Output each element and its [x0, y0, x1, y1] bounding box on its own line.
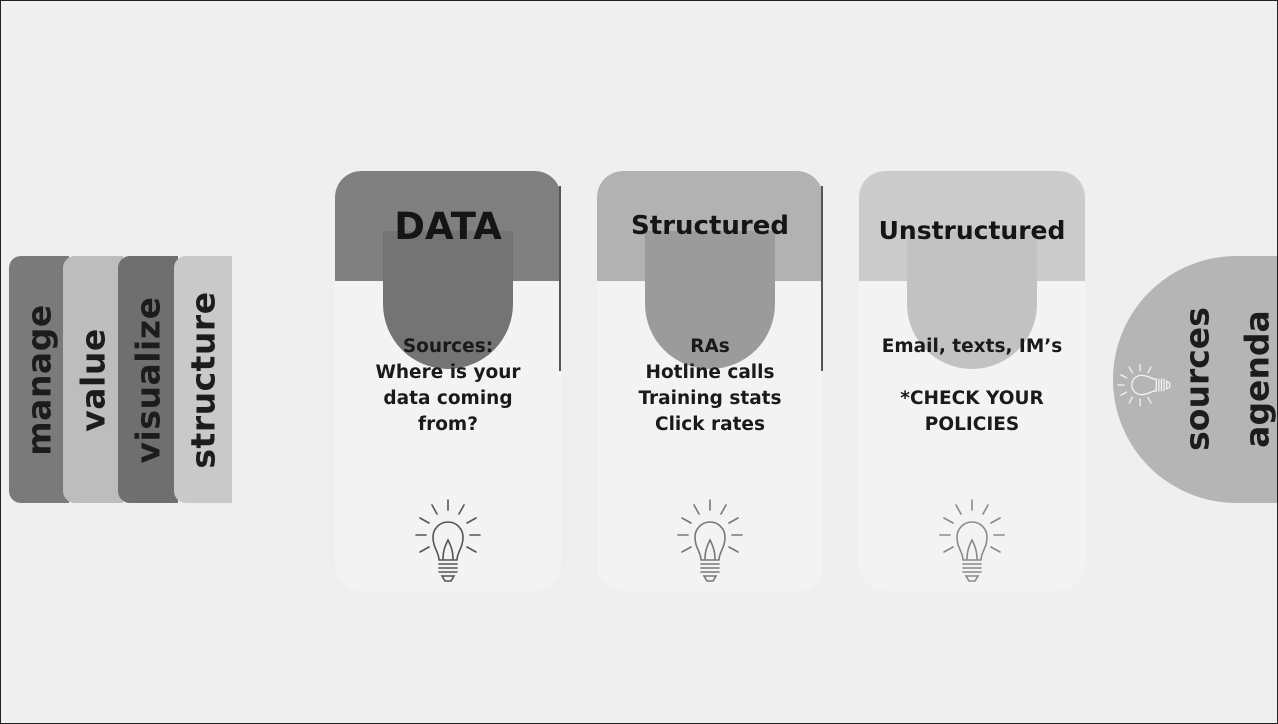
card-data-line: data coming [383, 388, 513, 409]
tab-visualize[interactable]: visualize [118, 256, 178, 503]
card-structured-line: RAs [690, 336, 730, 357]
card-data-line: from? [418, 414, 478, 435]
card-unstructured: Unstructured Email, texts, IM’s *CHECK Y… [859, 171, 1085, 591]
tab-agenda-label: agenda [1237, 310, 1277, 448]
lightbulb-icon [1116, 363, 1171, 407]
card-structured-line: Training stats [638, 388, 782, 409]
tab-manage[interactable]: manage [9, 256, 69, 503]
card-unstructured-line [865, 360, 1079, 386]
tab-sources-label: sources [1177, 307, 1217, 451]
tab-value-label: value [73, 327, 113, 432]
card-structured-title: Structured [631, 211, 789, 241]
tab-value[interactable]: value [63, 256, 123, 503]
card-unstructured-line: Email, texts, IM’s [881, 336, 1063, 357]
tab-visualize-label: visualize [128, 296, 168, 463]
card-unstructured-body: Email, texts, IM’s *CHECK YOUR POLICIES [865, 334, 1079, 438]
tab-structure[interactable]: structure [174, 256, 232, 503]
card-structured-body: RAs Hotline calls Training stats Click r… [603, 334, 817, 438]
card-structured-line: Click rates [655, 414, 765, 435]
card-data-bowl [383, 231, 513, 369]
card-unstructured-line: POLICIES [924, 414, 1020, 435]
card-data-line: Sources: [402, 336, 494, 357]
lightbulb-icon [415, 499, 481, 582]
card-unstructured-bowl [907, 231, 1037, 369]
card-structured-line: Hotline calls [645, 362, 775, 383]
tab-structure-label: structure [183, 290, 223, 469]
lightbulb-icon [939, 499, 1005, 582]
card-data: DATA Sources: Where is your data coming … [335, 171, 561, 591]
card-unstructured-title: Unstructured [878, 215, 1066, 245]
card-structured: Structured RAs Hotline calls Training st… [597, 171, 823, 591]
card-unstructured-line: *CHECK YOUR [900, 388, 1044, 409]
card-data-line: Where is your [375, 362, 521, 383]
card-divider [821, 186, 823, 371]
tab-manage-label: manage [19, 303, 59, 456]
card-structured-bowl [645, 231, 775, 369]
lightbulb-icon [677, 499, 743, 582]
card-divider [559, 186, 561, 371]
card-data-title: DATA [394, 204, 502, 248]
card-data-body: Sources: Where is your data coming from? [341, 334, 555, 438]
